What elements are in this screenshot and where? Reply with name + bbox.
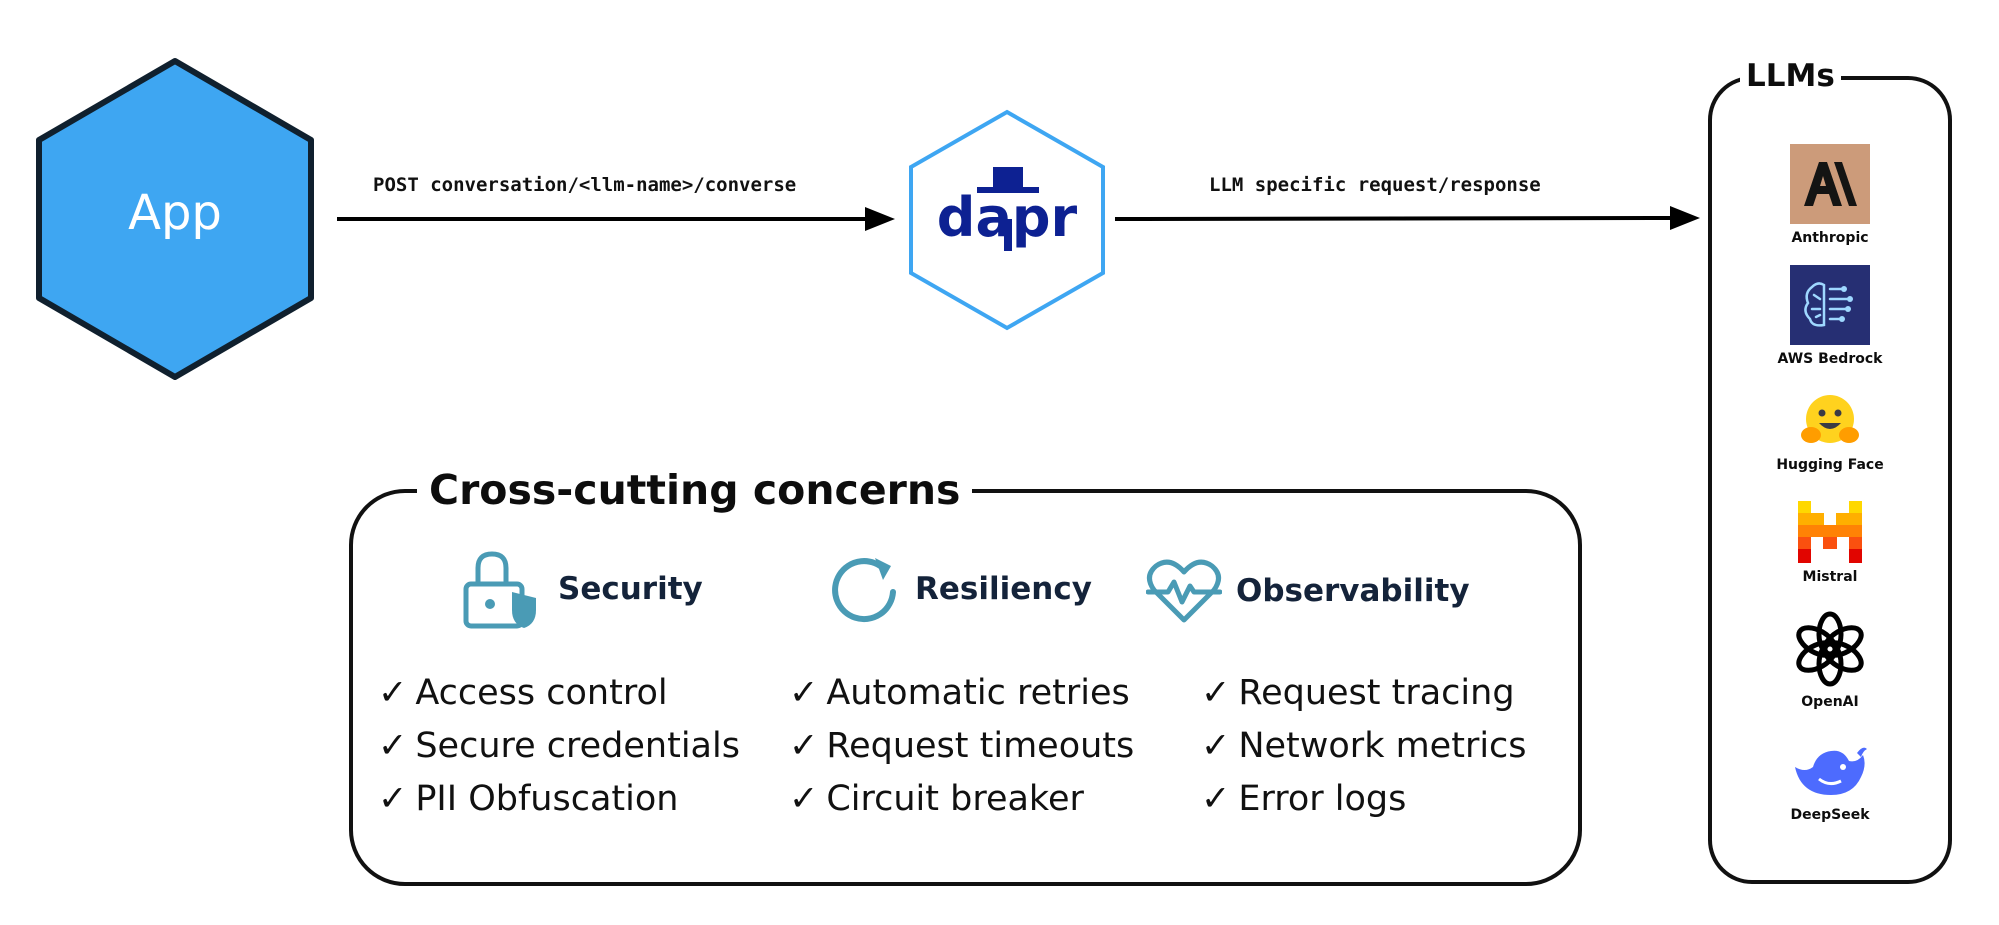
app-to-dapr-arrow xyxy=(337,207,895,231)
provider-name: OpenAI xyxy=(1801,694,1859,710)
openai-logo xyxy=(1796,611,1864,687)
list-item: ✓Request tracing xyxy=(1201,673,1515,713)
refresh-icon xyxy=(832,558,896,623)
provider-deepseek: DeepSeek xyxy=(1708,743,1952,823)
deepseek-logo xyxy=(1795,747,1867,795)
provider-aws-bedrock: AWS Bedrock xyxy=(1708,265,1952,367)
provider-name: Anthropic xyxy=(1791,230,1869,246)
provider-openai: OpenAI xyxy=(1708,610,1952,710)
provider-name: DeepSeek xyxy=(1790,807,1870,823)
security-list: ✓Access control ✓Secure credentials ✓PII… xyxy=(378,667,740,826)
aws-bedrock-logo xyxy=(1790,265,1870,345)
category-resiliency: Resiliency xyxy=(827,552,1092,626)
app-hexagon xyxy=(36,58,314,380)
list-item: ✓Error logs xyxy=(1201,779,1407,819)
list-item: ✓PII Obfuscation xyxy=(378,779,679,819)
dapr-to-llms-label: LLM specific request/response xyxy=(1209,174,1541,196)
list-item: ✓Circuit breaker xyxy=(789,779,1084,819)
hugging-face-logo xyxy=(1801,395,1859,443)
dapr-to-llms-arrow xyxy=(1114,206,1700,230)
resiliency-list: ✓Automatic retries ✓Request timeouts ✓Ci… xyxy=(789,667,1134,826)
provider-name: Mistral xyxy=(1802,569,1858,585)
provider-name: AWS Bedrock xyxy=(1777,351,1883,367)
app-label: App xyxy=(128,185,222,241)
provider-mistral: Mistral xyxy=(1708,501,1952,585)
list-item: ✓Access control xyxy=(378,673,668,713)
lock-shield-icon xyxy=(463,551,536,629)
heartbeat-icon xyxy=(1146,559,1222,623)
mistral-logo xyxy=(1798,501,1862,563)
check-icon: ✓ xyxy=(378,726,408,766)
dapr-node: dapr xyxy=(909,109,1105,331)
list-item: ✓Automatic retries xyxy=(789,673,1130,713)
category-security: Security xyxy=(460,548,703,630)
list-item: ✓Network metrics xyxy=(1201,726,1527,766)
category-label: Observability xyxy=(1236,573,1470,609)
dapr-logo: dapr xyxy=(937,167,1078,251)
check-icon: ✓ xyxy=(1201,779,1231,819)
cross-cutting-title: Cross-cutting concerns xyxy=(417,466,973,514)
check-icon: ✓ xyxy=(789,779,819,819)
app-to-dapr-label: POST conversation/<llm-name>/converse xyxy=(373,174,797,196)
provider-hugging-face: Hugging Face xyxy=(1708,391,1952,473)
llms-title: LLMs xyxy=(1740,58,1841,94)
list-item: ✓Secure credentials xyxy=(378,726,740,766)
app-node xyxy=(36,58,314,380)
observability-list: ✓Request tracing ✓Network metrics ✓Error… xyxy=(1201,667,1527,826)
check-icon: ✓ xyxy=(1201,673,1231,713)
check-icon: ✓ xyxy=(789,726,819,766)
category-label: Resiliency xyxy=(915,571,1092,607)
provider-name: Hugging Face xyxy=(1776,457,1884,473)
anthropic-logo xyxy=(1790,144,1870,224)
provider-anthropic: Anthropic xyxy=(1708,144,1952,246)
check-icon: ✓ xyxy=(378,673,408,713)
check-icon: ✓ xyxy=(1201,726,1231,766)
check-icon: ✓ xyxy=(789,673,819,713)
category-label: Security xyxy=(558,571,703,607)
check-icon: ✓ xyxy=(378,779,408,819)
category-observability: Observability xyxy=(1146,558,1470,624)
list-item: ✓Request timeouts xyxy=(789,726,1135,766)
